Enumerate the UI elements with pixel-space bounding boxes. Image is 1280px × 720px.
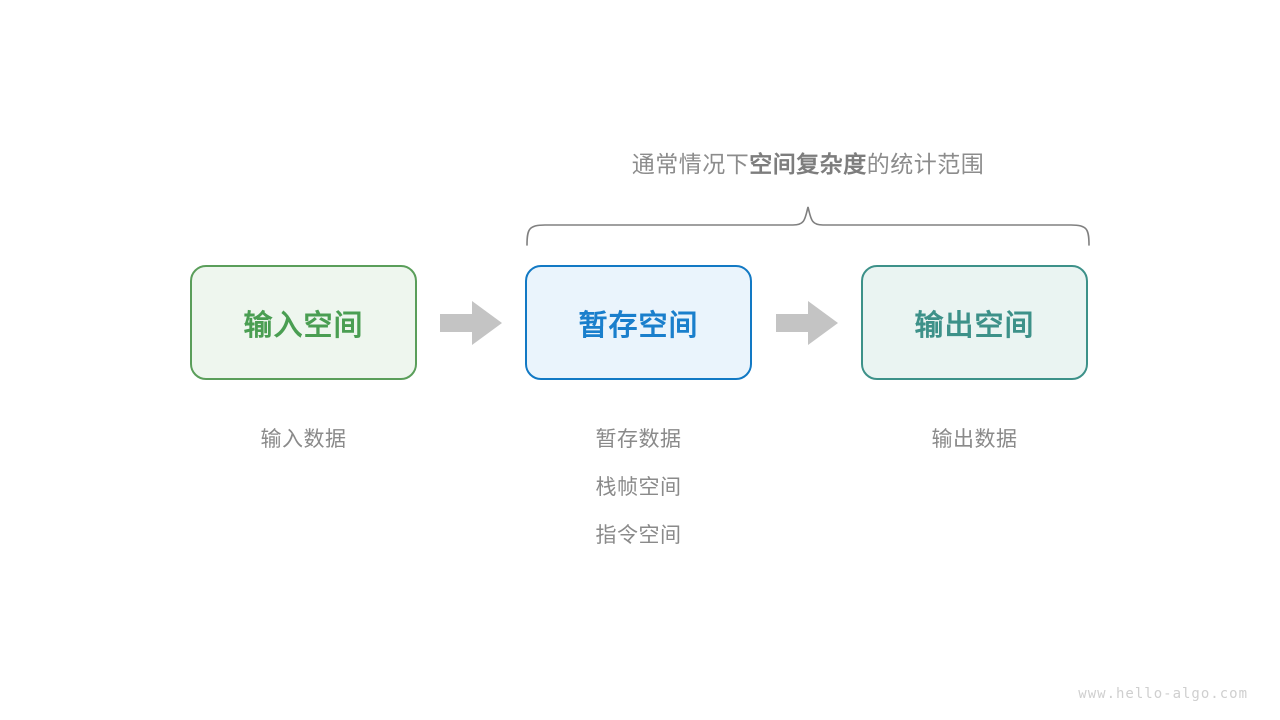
scope-title-prefix: 通常情况下 — [631, 151, 750, 177]
scope-title-strong: 空间复杂度 — [749, 151, 867, 177]
scope-brace-icon — [526, 206, 1090, 246]
caption-group-temp: 暂存数据 栈帧空间 指令空间 — [525, 416, 752, 560]
scope-title-suffix: 的统计范围 — [866, 151, 985, 177]
stage-box-input-label: 输入空间 — [243, 309, 364, 342]
caption-group-input: 输入数据 — [190, 416, 417, 464]
arrow-right-icon-input-to-temp — [440, 301, 502, 345]
caption-temp-0: 暂存数据 — [595, 428, 682, 451]
caption-input-0: 输入数据 — [260, 428, 347, 451]
stage-box-temp-label: 暂存空间 — [578, 309, 699, 342]
caption-output-0: 输出数据 — [931, 428, 1018, 451]
scope-title: 通常情况下空间复杂度的统计范围 — [0, 145, 1280, 179]
arrow-right-icon-temp-to-output — [776, 301, 838, 345]
stage-box-output-label: 输出空间 — [914, 309, 1035, 342]
stage-box-input: 输入空间 — [190, 265, 417, 380]
stage-box-temp: 暂存空间 — [525, 265, 752, 380]
stage-box-output: 输出空间 — [861, 265, 1088, 380]
caption-temp-1: 栈帧空间 — [595, 476, 682, 499]
caption-temp-2: 指令空间 — [595, 524, 682, 547]
watermark: www.hello-algo.com — [1078, 686, 1248, 702]
caption-group-output: 输出数据 — [861, 416, 1088, 464]
